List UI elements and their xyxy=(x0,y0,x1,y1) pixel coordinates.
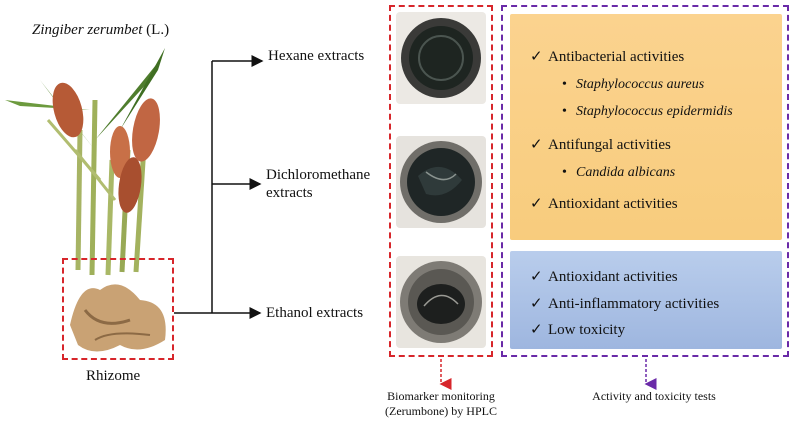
hplc-dashed-box xyxy=(389,5,493,357)
activity-dashed-box xyxy=(501,5,789,357)
tests-caption: Activity and toxicity tests xyxy=(592,389,716,403)
check-icon: ✓ xyxy=(530,137,543,153)
zerumbone-activities-panel xyxy=(510,251,782,349)
dichloromethane-line1: Dichloromethane xyxy=(266,167,371,183)
organism-item: •Candida albicans xyxy=(562,165,676,180)
dichloromethane-line2: extracts xyxy=(266,185,313,201)
species-name: Zingiber zerumbet xyxy=(32,22,143,38)
activity-item-antifungal: ✓Antifungal activities xyxy=(530,137,671,153)
rhizome-label: Rhizome xyxy=(86,368,141,384)
zerumbone-item-anti-inflammatory: ✓Anti-inflammatory activities xyxy=(530,296,720,312)
zerumbone-item-antioxidant: ✓Antioxidant activities xyxy=(530,269,678,285)
plant-title: Zingiber zerumbet (L.) xyxy=(32,22,169,39)
activity-item-antioxidant: ✓Antioxidant activities xyxy=(530,196,678,212)
hexane-extracts-label: Hexane extracts xyxy=(268,48,365,64)
bullet-icon: • xyxy=(562,104,567,119)
dichloromethane-extracts-label: Dichloromethane extracts xyxy=(266,166,370,202)
check-icon: ✓ xyxy=(530,49,543,65)
ginger-plant-illustration xyxy=(5,48,166,352)
check-icon: ✓ xyxy=(530,269,543,285)
hplc-caption: Biomarker monitoring (Zerumbone) by HPLC xyxy=(374,389,508,419)
bullet-icon: • xyxy=(562,77,567,92)
bullet-icon: • xyxy=(562,165,567,180)
ethanol-extract-jar-photo xyxy=(396,256,486,348)
organism-item: •Staphylococcus aureus xyxy=(562,77,705,92)
hexane-extract-jar-photo xyxy=(396,12,486,104)
check-icon: ✓ xyxy=(530,196,543,212)
extract-activities-panel xyxy=(510,14,782,240)
rhizome-highlight-box xyxy=(62,258,174,360)
check-icon: ✓ xyxy=(530,322,543,338)
organism-item: •Staphylococcus epidermidis xyxy=(562,104,733,119)
activity-item-antibacterial: ✓Antibacterial activities xyxy=(530,49,685,65)
species-authority: (L.) xyxy=(146,22,170,38)
hplc-caption-line2: (Zerumbone) by HPLC xyxy=(385,404,497,418)
check-icon: ✓ xyxy=(530,296,543,312)
hplc-caption-line1: Biomarker monitoring xyxy=(387,389,495,403)
dichloromethane-extract-jar-photo xyxy=(396,136,486,228)
zerumbone-item-low-toxicity: ✓Low toxicity xyxy=(530,322,626,338)
ethanol-extracts-label: Ethanol extracts xyxy=(266,305,364,321)
